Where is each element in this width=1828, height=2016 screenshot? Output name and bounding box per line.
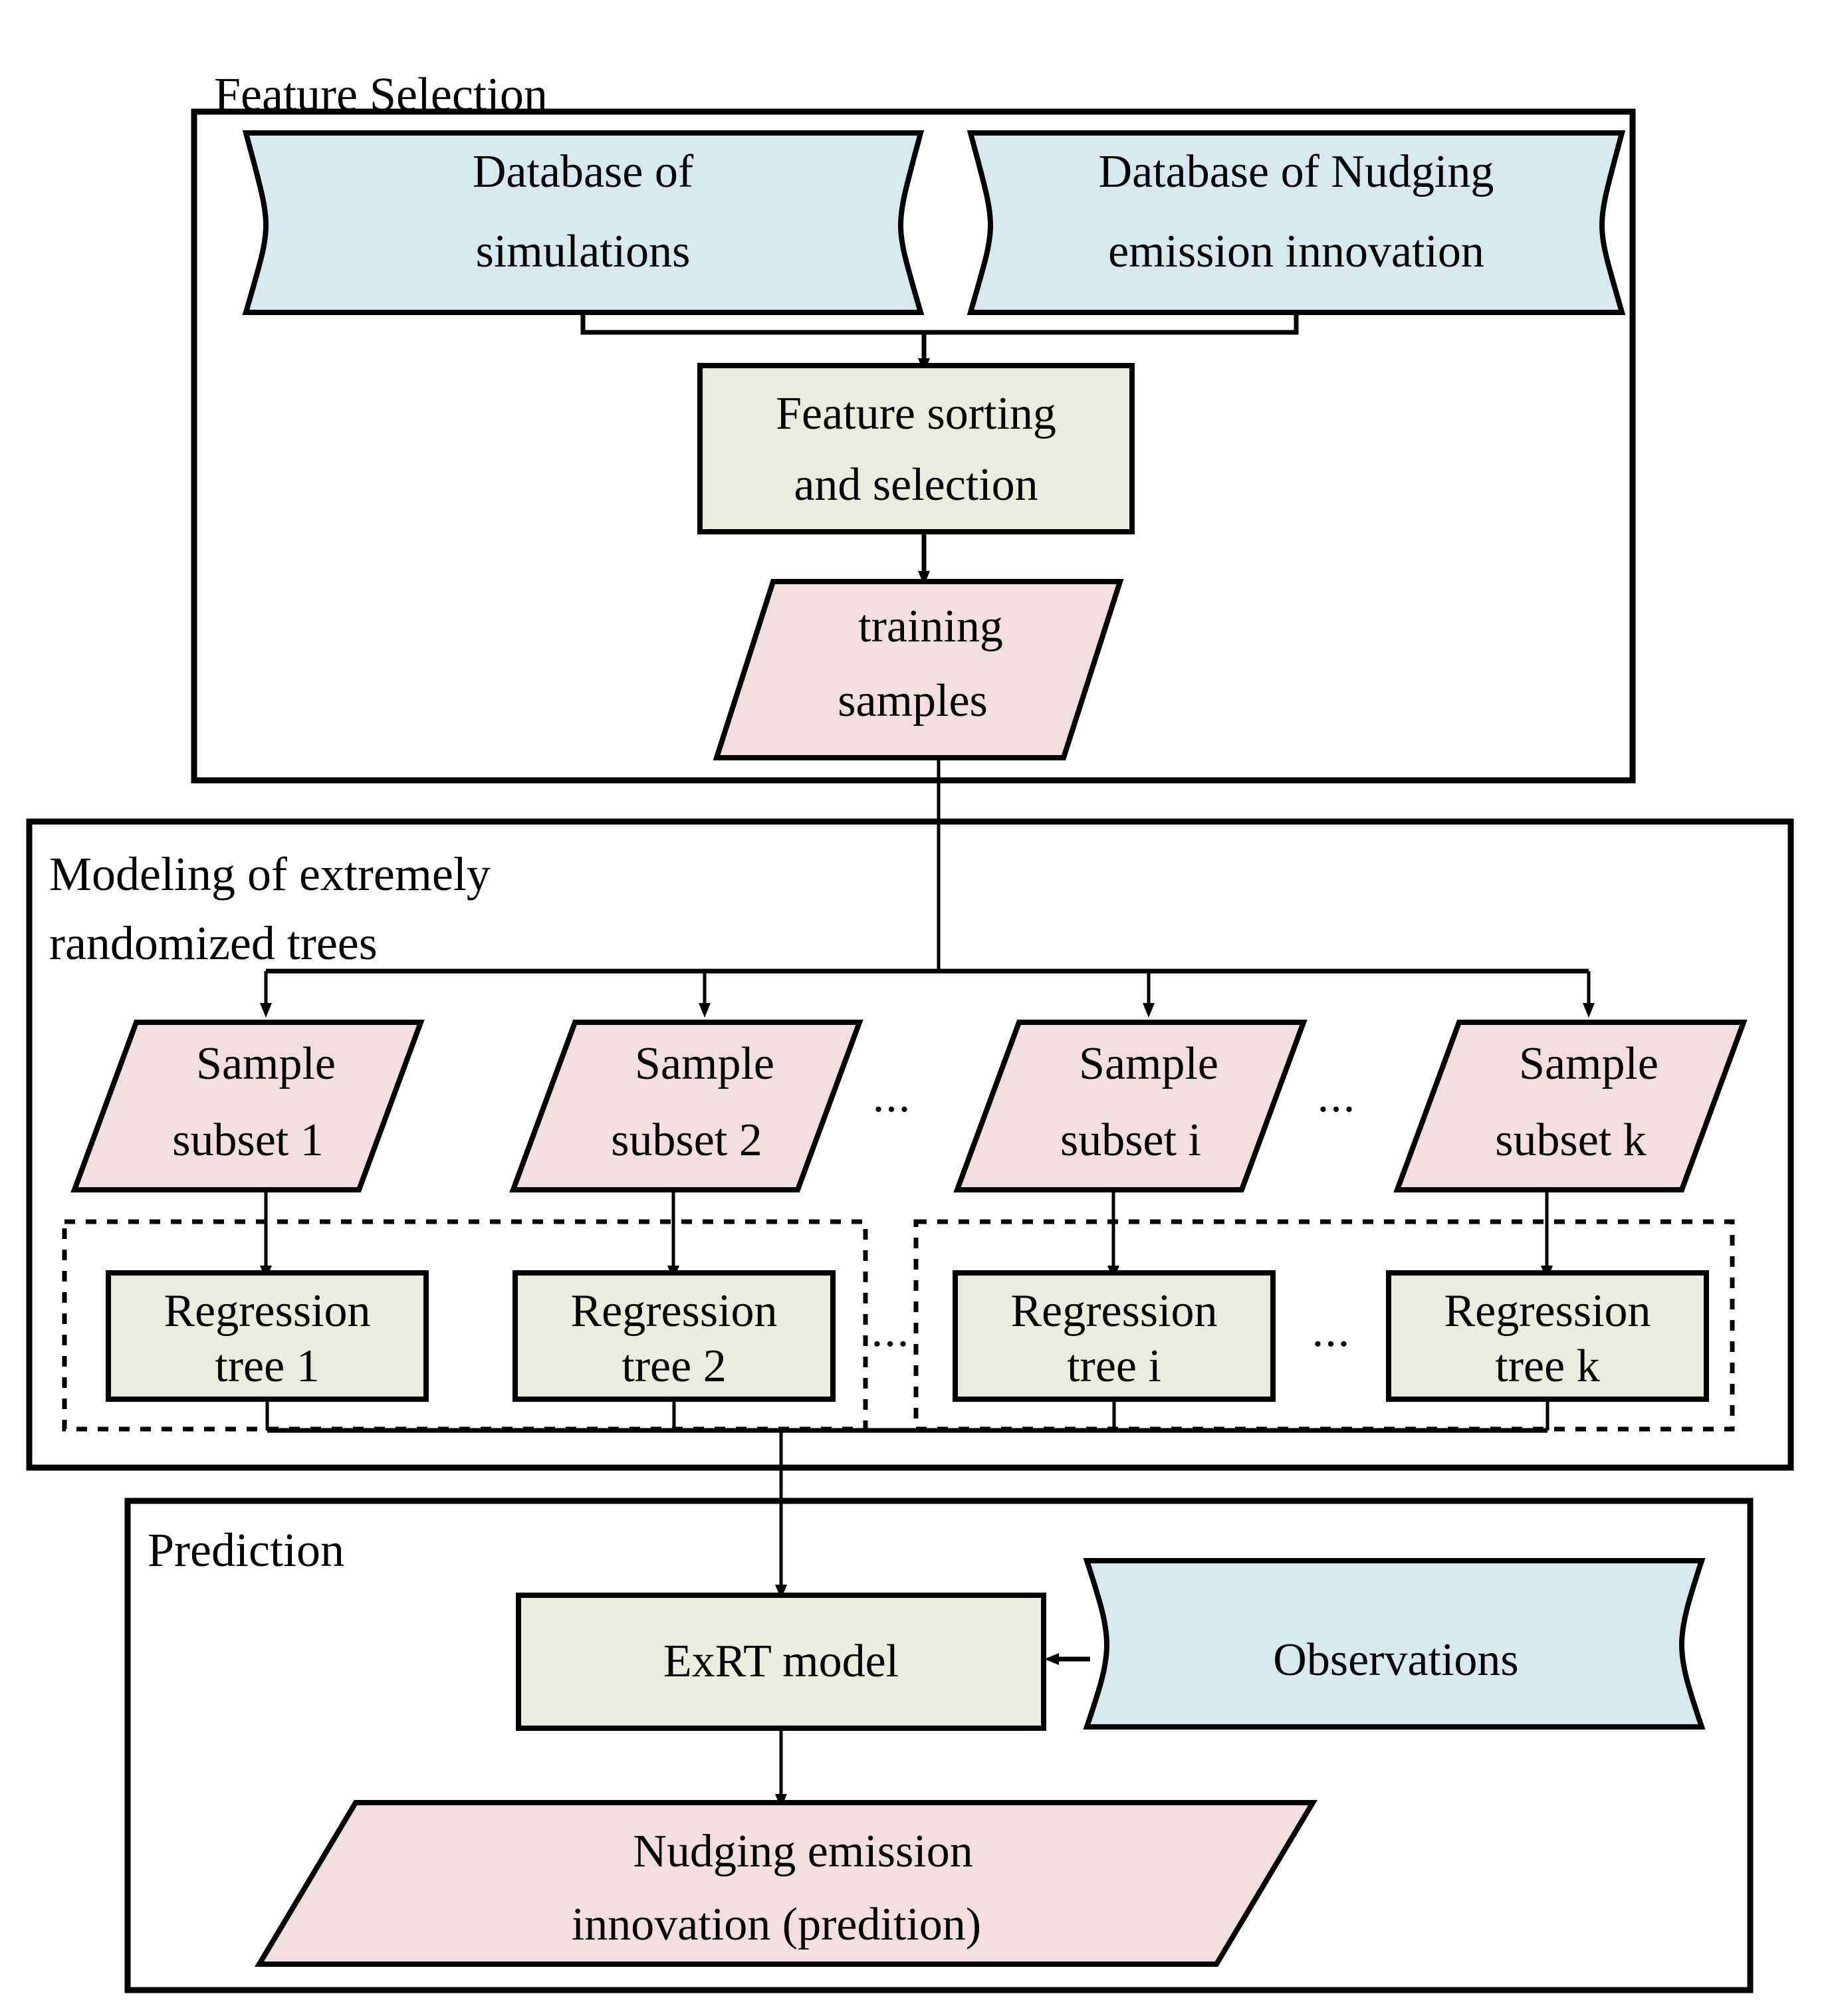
node-db-nudging-line1: Database of Nudging bbox=[1099, 146, 1494, 197]
node-regression-tree-2-shape bbox=[513, 1270, 836, 1402]
group-box-modeling bbox=[26, 818, 1794, 1471]
node-feature-sorting-line2: and selection bbox=[794, 459, 1038, 510]
node-sample-subset-3-line2: subset i bbox=[1060, 1115, 1201, 1166]
node-exrt-model-label: ExRT model bbox=[663, 1636, 899, 1687]
node-sample-subset-1-line2: subset 1 bbox=[172, 1115, 324, 1166]
node-regression-tree-1-line2: tree 1 bbox=[215, 1341, 319, 1392]
node-sample-subset-3-line1: Sample bbox=[1079, 1038, 1218, 1089]
node-sample-subset-4-line1: Sample bbox=[1519, 1038, 1658, 1089]
node-observations-shape bbox=[1083, 1558, 1706, 1730]
group-box-prediction bbox=[124, 1498, 1754, 1993]
node-training-samples-shape bbox=[713, 579, 1124, 760]
node-regression-tree-3-line2: tree i bbox=[1067, 1341, 1161, 1392]
node-sample-subset-4-line2: subset k bbox=[1495, 1115, 1647, 1166]
ellipsis-trees-mid: ... bbox=[871, 1305, 911, 1357]
node-sample-subset-4-shape bbox=[1393, 1020, 1748, 1192]
node-sample-subset-2-shape bbox=[509, 1020, 863, 1192]
node-regression-tree-2-line1: Regression bbox=[570, 1286, 777, 1337]
node-sample-subset-3-shape bbox=[953, 1020, 1308, 1192]
connector-db-merge bbox=[580, 312, 1299, 335]
node-regression-tree-4-line1: Regression bbox=[1444, 1286, 1651, 1337]
node-sample-subset-2-line1: Sample bbox=[635, 1038, 774, 1089]
node-db-simulations-line2: simulations bbox=[476, 226, 691, 277]
node-feature-sorting-shape bbox=[697, 363, 1135, 534]
node-training-samples-line1: training bbox=[858, 601, 1003, 652]
node-sample-subset-1-line1: Sample bbox=[196, 1038, 336, 1089]
node-regression-tree-4-shape bbox=[1386, 1270, 1709, 1402]
group-box-feature-selection bbox=[191, 108, 1636, 784]
node-db-nudging-line2: emission innovation bbox=[1108, 226, 1484, 277]
group-label-modeling-line2: randomized trees bbox=[49, 917, 378, 970]
node-regression-tree-1-shape bbox=[106, 1270, 429, 1402]
node-final-output-line1: Nudging emission bbox=[633, 1826, 972, 1877]
node-db-simulations-line1: Database of bbox=[473, 146, 694, 197]
node-regression-tree-1-line1: Regression bbox=[164, 1286, 370, 1337]
ellipsis-subsets-mid: ... bbox=[873, 1071, 912, 1122]
node-final-output-shape bbox=[254, 1800, 1318, 1967]
node-db-nudging-shape bbox=[967, 130, 1626, 315]
node-final-output-line2: innovation (predition) bbox=[572, 1899, 981, 1950]
node-feature-sorting-line1: Feature sorting bbox=[776, 388, 1056, 439]
node-regression-tree-3-line1: Regression bbox=[1010, 1286, 1217, 1337]
node-sample-subset-2-line2: subset 2 bbox=[611, 1115, 762, 1166]
group-label-prediction: Prediction bbox=[148, 1523, 344, 1577]
group-label-modeling-line1: Modeling of extremely bbox=[49, 847, 491, 901]
node-training-samples-line2: samples bbox=[838, 675, 988, 727]
node-sample-subset-1-shape bbox=[70, 1020, 425, 1192]
ellipsis-trees-right: ... bbox=[1312, 1305, 1351, 1357]
group-label-feature-selection: Feature Selection bbox=[214, 68, 548, 121]
node-db-simulations-shape bbox=[242, 130, 925, 315]
node-regression-tree-2-line2: tree 2 bbox=[622, 1341, 726, 1392]
node-observations-label: Observations bbox=[1273, 1634, 1518, 1686]
ellipsis-subsets-right: ... bbox=[1317, 1071, 1357, 1122]
node-regression-tree-4-line2: tree k bbox=[1495, 1341, 1599, 1392]
